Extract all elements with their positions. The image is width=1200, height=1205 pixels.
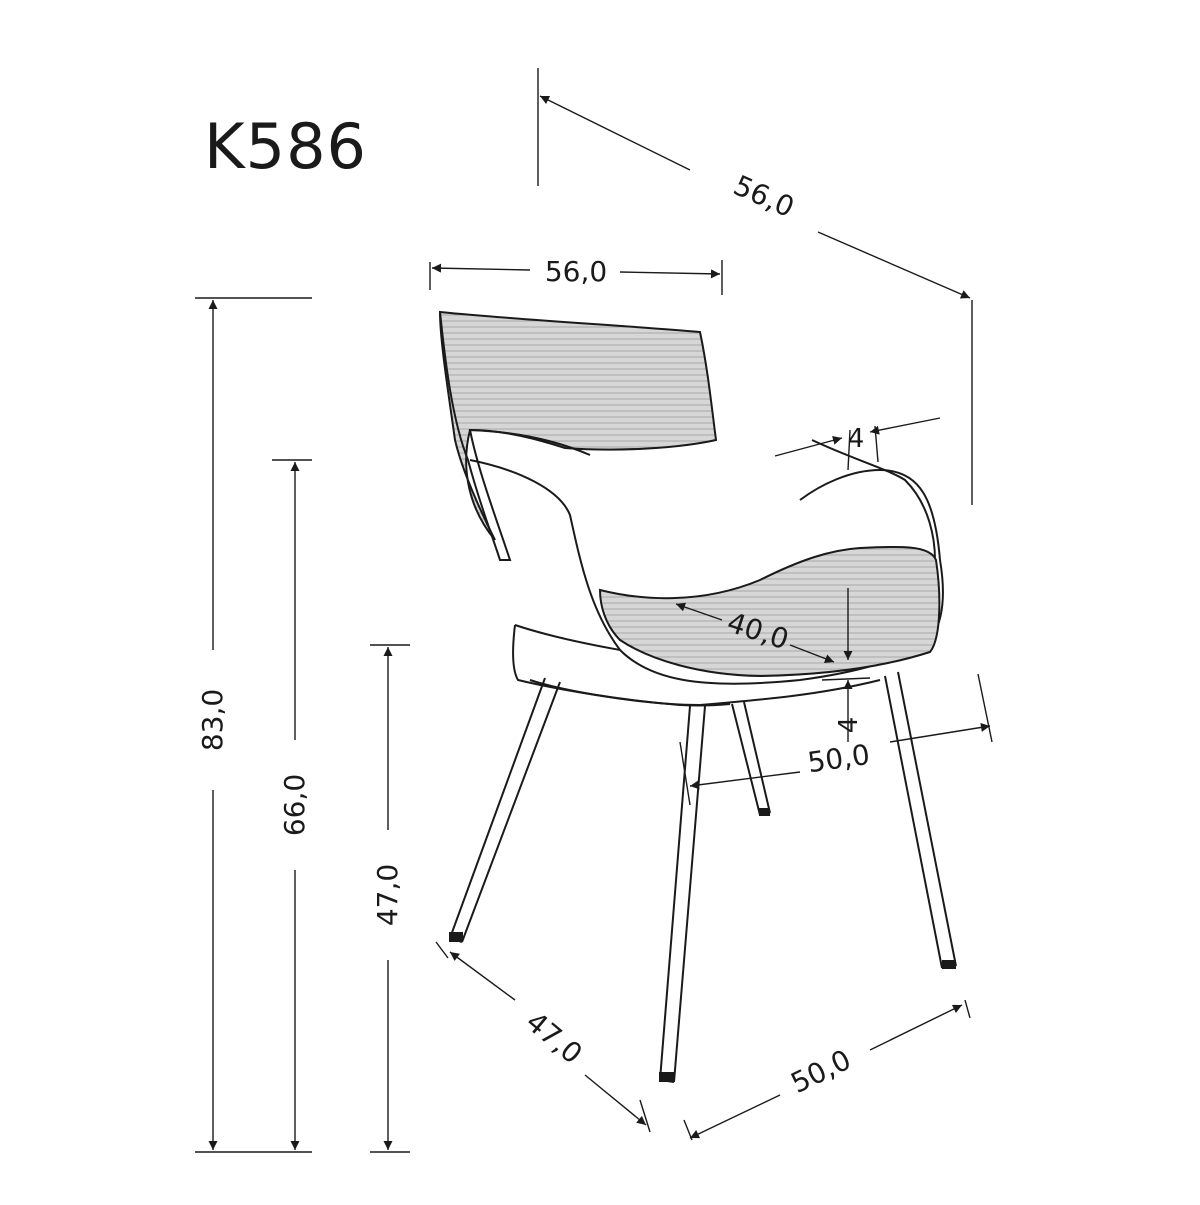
label-armrest-thickness: 4 <box>848 424 865 454</box>
leg-front-right <box>659 705 706 1083</box>
leg-front-left <box>449 677 561 943</box>
seat-cushion <box>598 545 941 678</box>
foot-cap-2 <box>659 1072 674 1082</box>
foot-cap-1 <box>449 932 463 942</box>
arm-shell <box>469 459 944 685</box>
back-shell <box>439 311 591 561</box>
foot-cap-4 <box>759 808 770 816</box>
label-back-width: 56,0 <box>545 255 607 288</box>
chair-outline <box>438 310 957 1083</box>
label-seat-height: 47,0 <box>371 864 404 926</box>
leg-back-right <box>884 671 957 969</box>
foot-cap-3 <box>942 960 956 969</box>
label-armrest-height: 66,0 <box>278 774 311 836</box>
label-base-depth: 47,0 <box>520 1005 589 1070</box>
label-total-depth-top: 56,0 <box>729 169 799 225</box>
label-total-height: 83,0 <box>196 689 229 751</box>
seat-front <box>529 679 881 707</box>
model-title: K586 <box>204 110 367 183</box>
backrest <box>438 310 718 541</box>
label-base-width: 50,0 <box>786 1043 857 1100</box>
label-seat-thickness: 4 <box>834 717 864 734</box>
leg-back-left <box>731 701 771 816</box>
dimension-labels: 56,0 56,0 4 83,0 66,0 47,0 40,0 4 50,0 4… <box>196 169 872 1100</box>
dimension-lines <box>195 68 993 1153</box>
arm-top <box>811 439 936 561</box>
label-seat-width: 50,0 <box>806 738 872 779</box>
